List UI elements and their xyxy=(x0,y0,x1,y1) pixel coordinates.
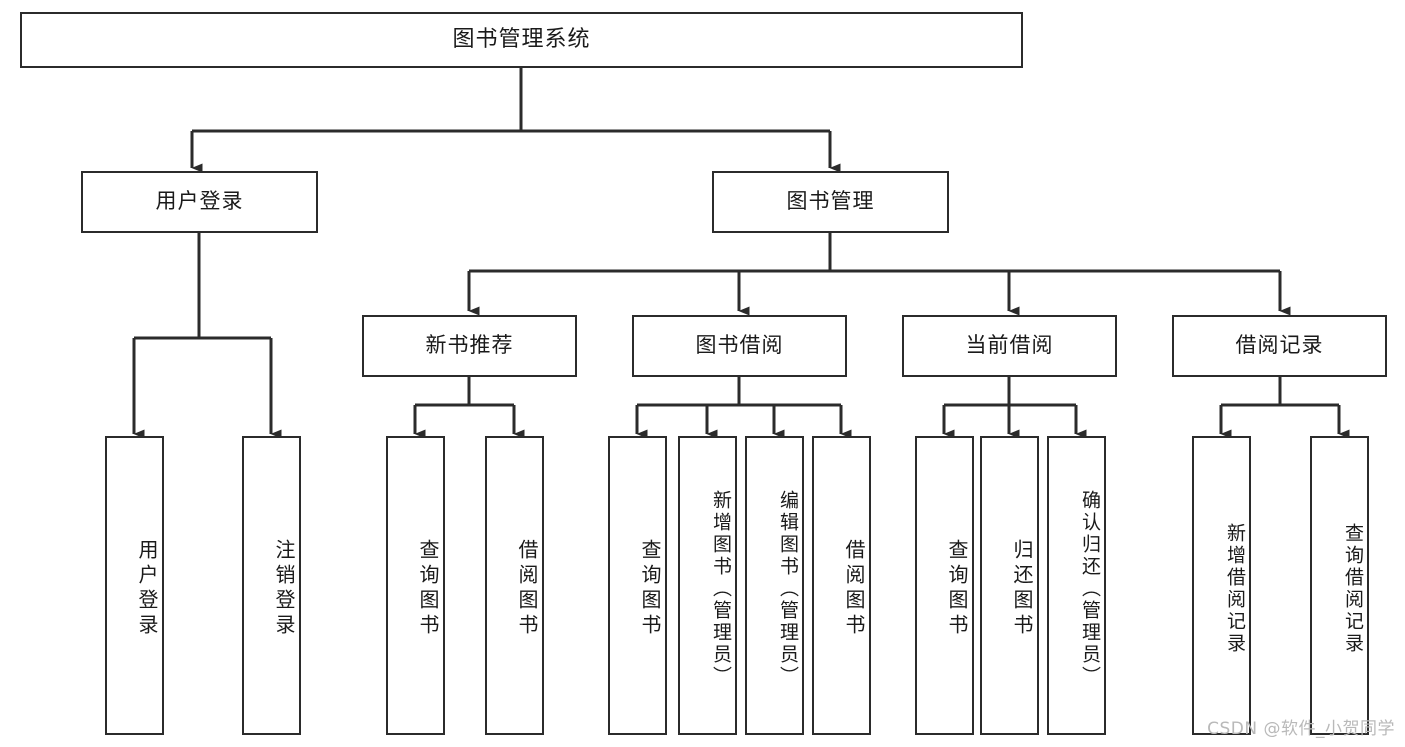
leaf-borrow-book-recommend[interactable]: 借阅图书 xyxy=(485,436,544,735)
leaf-query-book-recommend[interactable]: 查询图书 xyxy=(386,436,445,735)
leaf-add-borrow-record[interactable]: 新增借阅记录 xyxy=(1192,436,1251,735)
node-book-borrow[interactable]: 图书借阅 xyxy=(632,315,847,377)
leaf-query-book-borrow[interactable]: 查询图书 xyxy=(608,436,667,735)
leaf-borrow-book[interactable]: 借阅图书 xyxy=(812,436,871,735)
leaf-confirm-return-admin[interactable]: 确认归还（管理员） xyxy=(1047,436,1106,735)
leaf-return-book[interactable]: 归还图书 xyxy=(980,436,1039,735)
leaf-query-book-current[interactable]: 查询图书 xyxy=(915,436,974,735)
leaf-logout[interactable]: 注销登录 xyxy=(242,436,301,735)
leaf-user-login[interactable]: 用户登录 xyxy=(105,436,164,735)
node-borrow-record[interactable]: 借阅记录 xyxy=(1172,315,1387,377)
node-current-borrow[interactable]: 当前借阅 xyxy=(902,315,1117,377)
connector-group xyxy=(132,68,1350,439)
leaf-query-borrow-record[interactable]: 查询借阅记录 xyxy=(1310,436,1369,735)
node-user-login[interactable]: 用户登录 xyxy=(81,171,318,233)
node-book-management[interactable]: 图书管理 xyxy=(712,171,949,233)
leaf-add-book-admin[interactable]: 新增图书（管理员） xyxy=(678,436,737,735)
leaf-edit-book-admin[interactable]: 编辑图书（管理员） xyxy=(745,436,804,735)
node-new-book-recommend[interactable]: 新书推荐 xyxy=(362,315,577,377)
node-root-book-management-system[interactable]: 图书管理系统 xyxy=(20,12,1023,68)
